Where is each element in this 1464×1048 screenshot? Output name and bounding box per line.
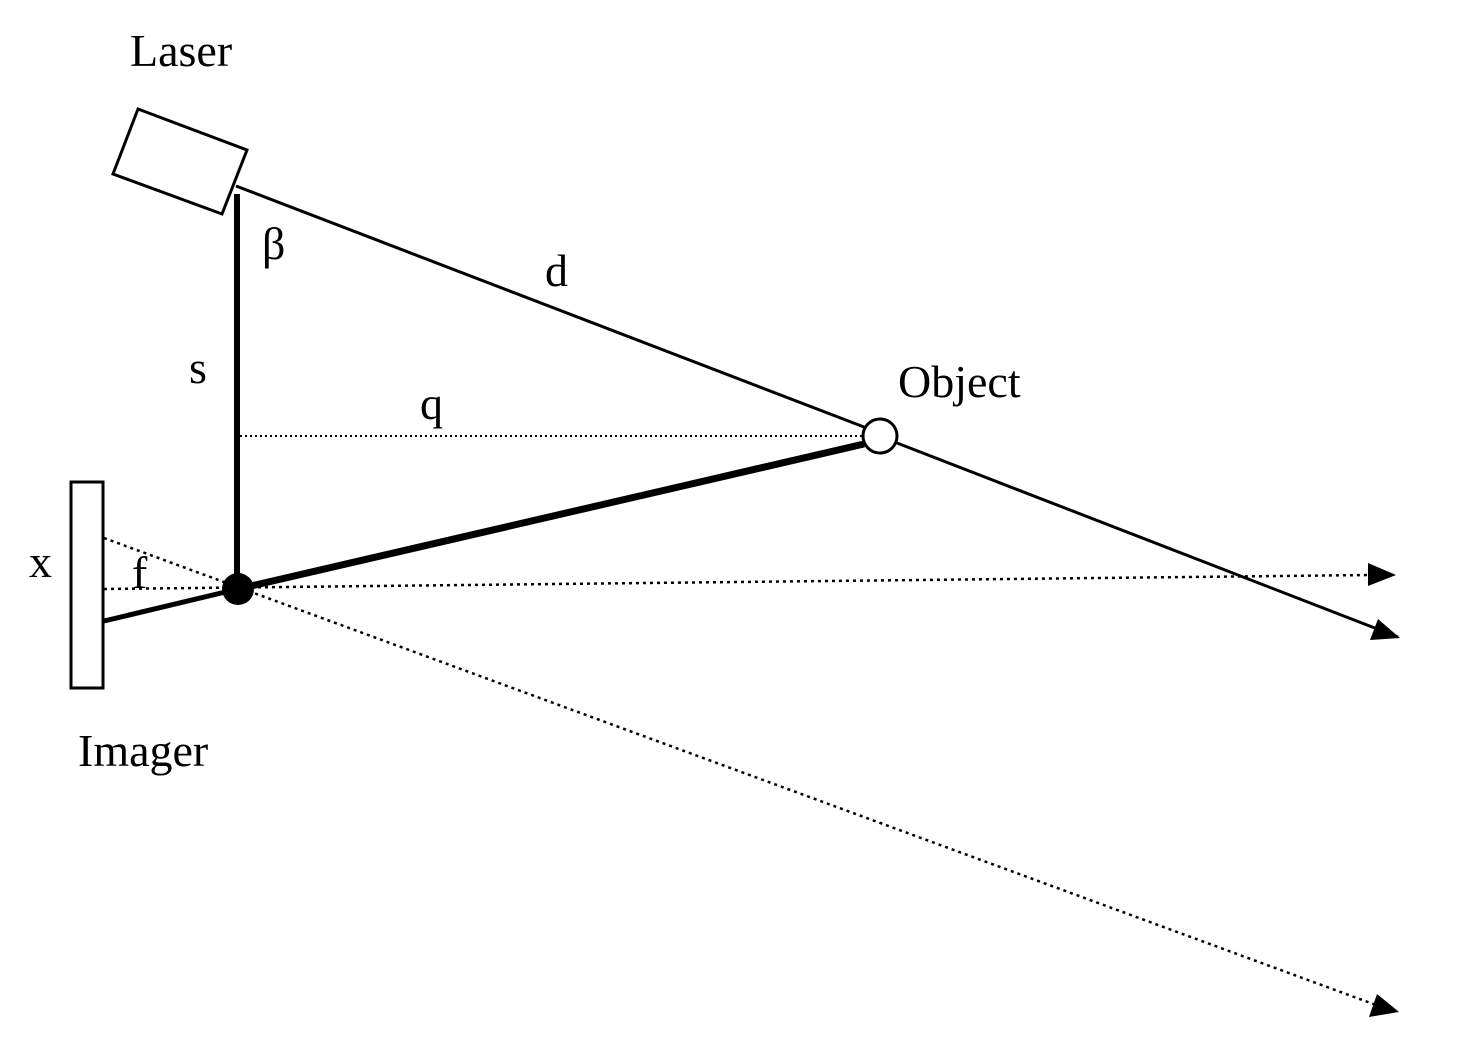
f-label: f (132, 547, 148, 598)
beta-label: β (262, 218, 285, 269)
object-label: Object (898, 356, 1021, 407)
field-of-view-ray (103, 536, 1377, 1007)
reflected-ray (237, 440, 865, 593)
x-label: x (29, 536, 52, 587)
imager-sensor (69, 480, 105, 690)
q-label: q (420, 378, 443, 429)
laser-beam-to-object (235, 184, 865, 429)
imager-label: Imager (78, 725, 208, 776)
d-label: d (545, 245, 568, 296)
field-of-view-arrowhead (1369, 994, 1399, 1017)
ray-to-sensor (103, 586, 239, 624)
laser-label: Laser (130, 25, 232, 76)
s-label: s (189, 342, 207, 393)
optical-axis (103, 573, 1371, 591)
laser-beam-arrowhead (1370, 619, 1400, 640)
object-circle (861, 417, 899, 455)
laser-beam-beyond-object (896, 441, 1399, 639)
optical-axis-arrowhead (1368, 563, 1396, 586)
laser-box (111, 107, 249, 216)
lens-dot (222, 573, 254, 605)
